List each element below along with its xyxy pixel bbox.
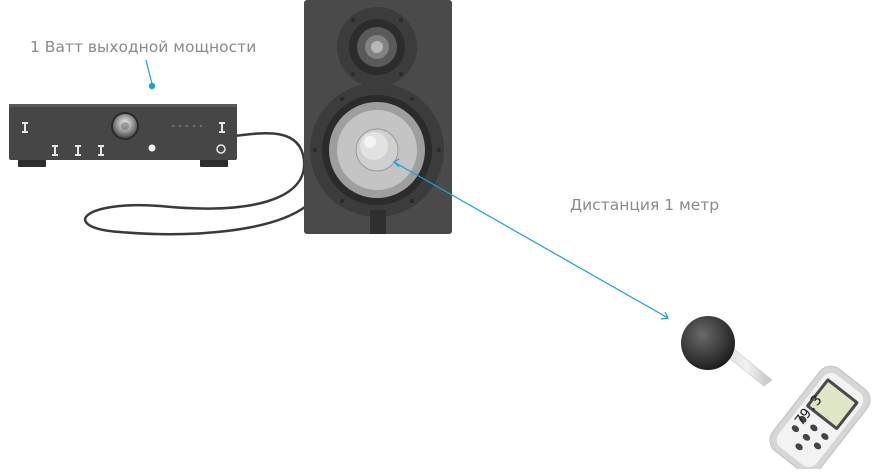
distance-line xyxy=(393,161,669,319)
amplifier-foot-right xyxy=(200,158,228,167)
amplifier xyxy=(9,104,237,167)
amplifier-toggle-icon xyxy=(52,145,58,156)
meter-display xyxy=(810,382,855,427)
sound-level-meter: 79.3 xyxy=(681,316,871,473)
amplifier-switch-icon xyxy=(22,122,28,133)
power-callout-dot xyxy=(148,82,156,90)
speaker-cable xyxy=(84,132,306,236)
amplifier-switch-icon xyxy=(219,122,225,133)
bass-port-icon xyxy=(370,210,386,234)
microphone-icon xyxy=(681,316,735,370)
amplifier-foot-left xyxy=(18,158,46,167)
amplifier-toggle-icon xyxy=(98,145,104,156)
power-callout-line xyxy=(145,59,153,85)
power-label: 1 Ватт выходной мощности xyxy=(30,38,257,56)
level-indicator-icon xyxy=(171,124,203,128)
distance-arrow-start-icon xyxy=(393,158,400,168)
amplifier-toggle-icon xyxy=(75,145,81,156)
distance-label: Дистанция 1 метр xyxy=(570,196,720,214)
distance-arrow-end-icon xyxy=(660,311,669,320)
loudspeaker xyxy=(304,0,452,234)
meter-buttons-icon xyxy=(791,415,829,451)
output-jack-icon xyxy=(216,144,226,154)
power-led-icon xyxy=(148,144,156,152)
